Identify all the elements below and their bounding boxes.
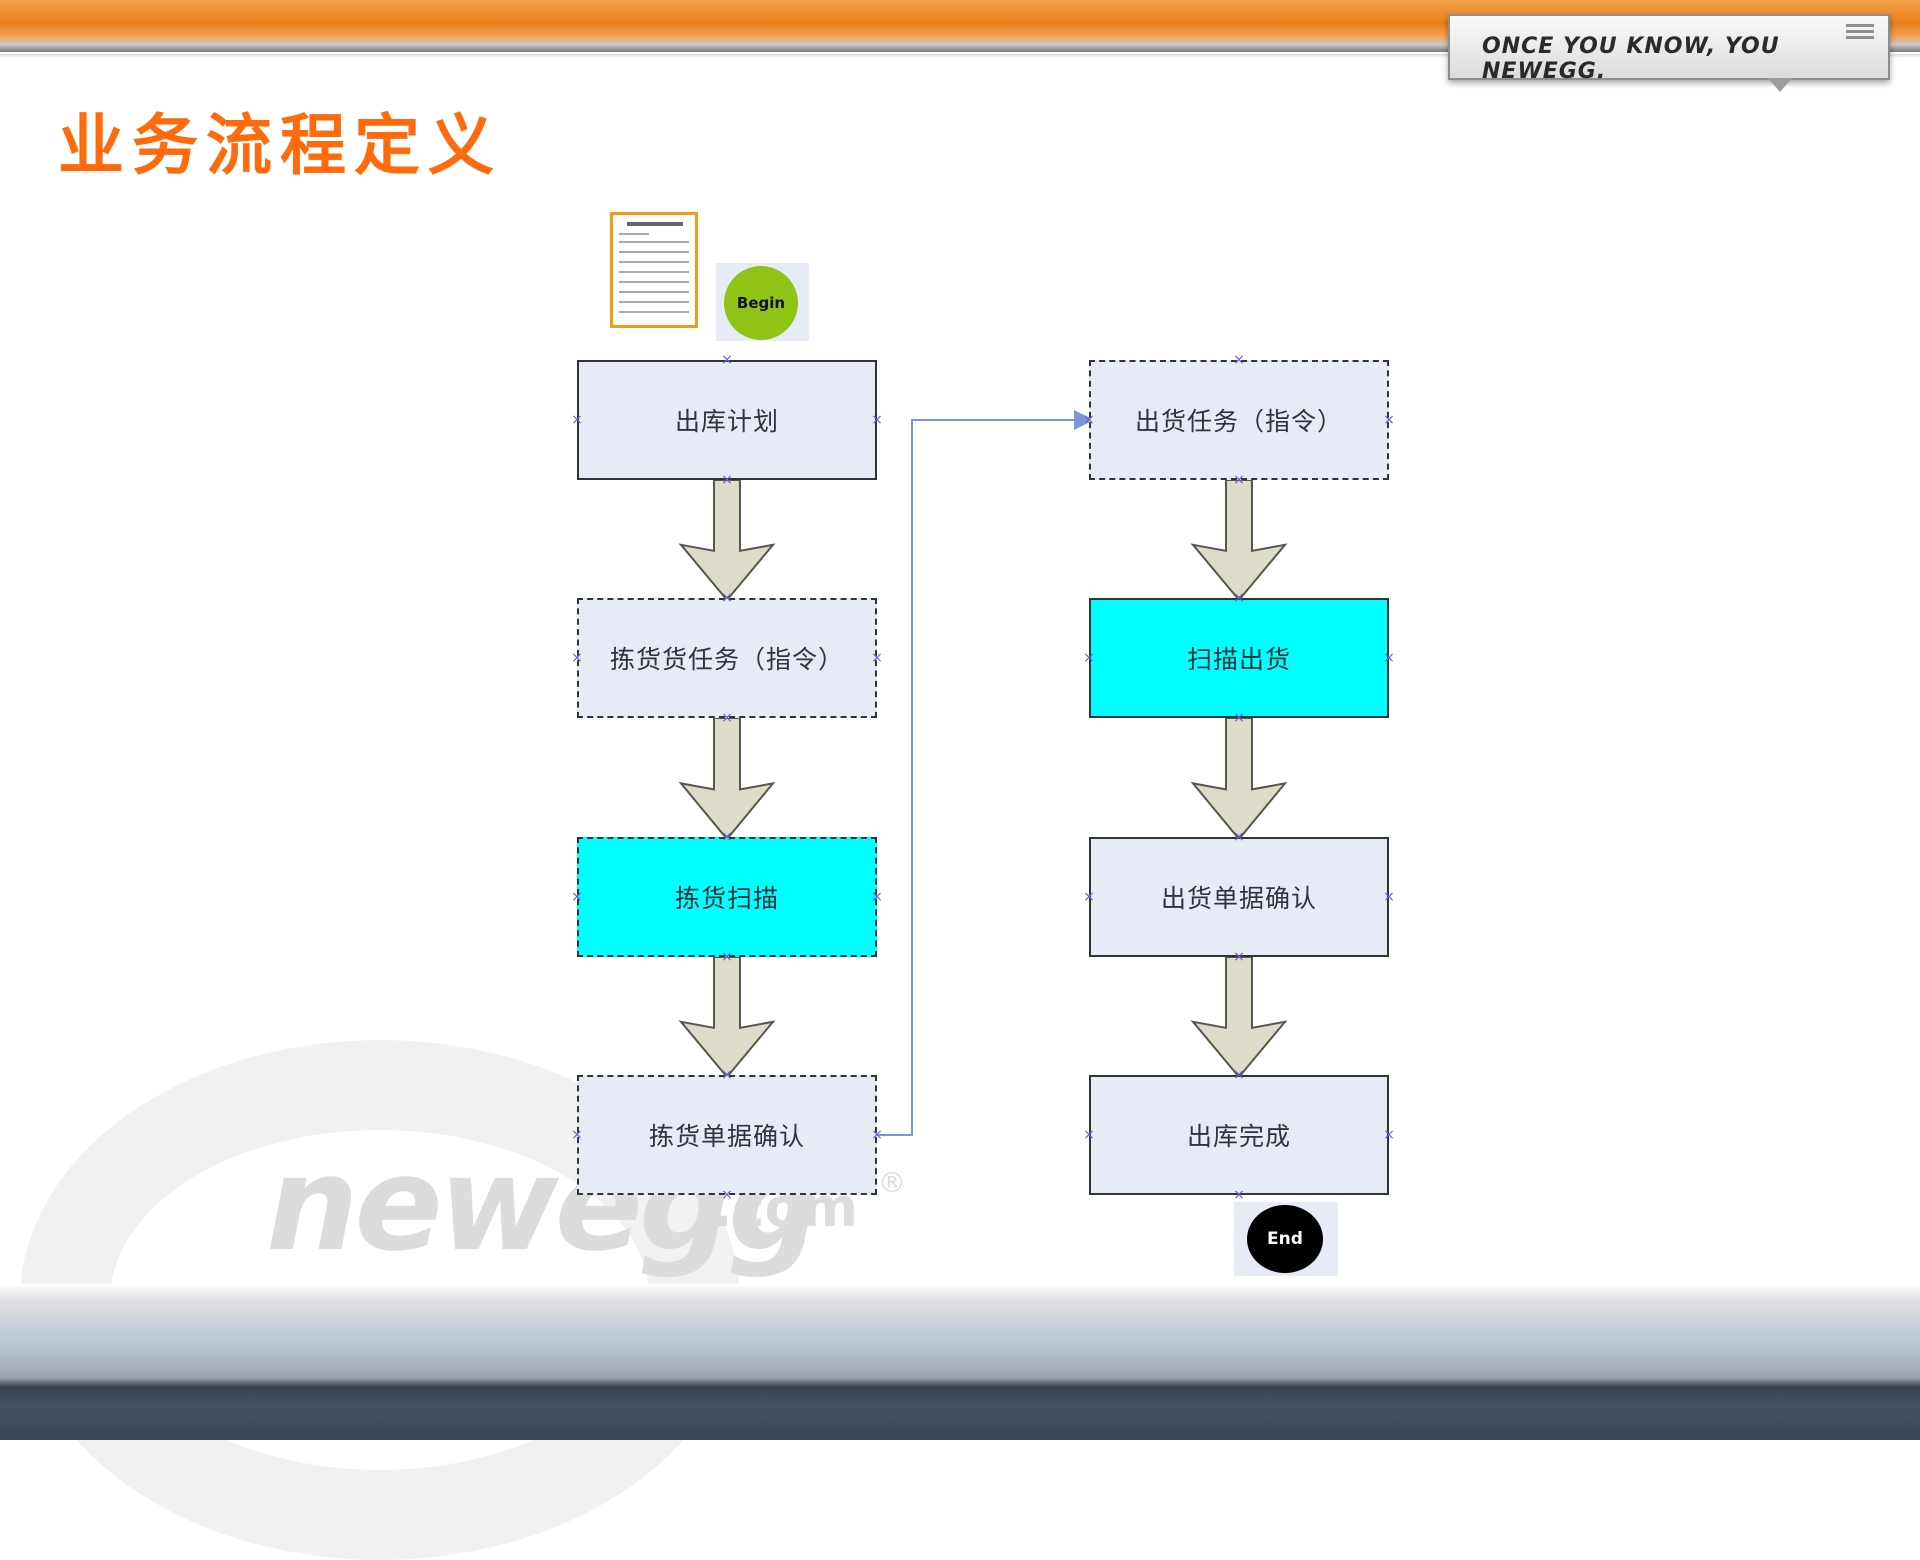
connection-handle-icon: × (571, 650, 583, 666)
bottom-banner (0, 1284, 1920, 1440)
tagline-text: ONCE YOU KNOW, YOU NEWEGG. (1482, 34, 1780, 84)
process-step-right-3: 出货单据确认 (1089, 837, 1389, 957)
document-icon (610, 212, 698, 328)
flow-arrow-left-1 (678, 479, 776, 602)
flow-arrows-left (678, 479, 776, 1079)
flow-arrow-right-3 (1190, 956, 1288, 1079)
connection-handle-icon: × (1233, 352, 1245, 368)
tab-pointer-icon (1768, 78, 1792, 92)
connection-handle-icon: × (571, 412, 583, 428)
begin-node: Begin (724, 266, 798, 340)
connection-handle-icon: × (721, 1067, 733, 1083)
connection-handle-icon: × (1083, 1127, 1095, 1143)
connection-handle-icon: × (1083, 412, 1095, 428)
connection-handle-icon: × (1083, 889, 1095, 905)
connection-handle-icon: × (871, 650, 883, 666)
connection-handle-icon: × (721, 949, 733, 965)
connection-handle-icon: × (1383, 1127, 1395, 1143)
flow-arrow-right-2 (1190, 717, 1288, 841)
connection-handle-icon: × (1083, 650, 1095, 666)
process-step-left-3: 拣货扫描 (577, 837, 877, 957)
connection-handle-icon: × (871, 889, 883, 905)
connection-handle-icon: × (1233, 829, 1245, 845)
connector-left-to-right (876, 410, 1094, 1136)
flow-arrow-left-2 (678, 717, 776, 841)
connection-handle-icon: × (871, 412, 883, 428)
process-step-left-4: 拣货单据确认 (577, 1075, 877, 1195)
connection-handle-icon: × (721, 829, 733, 845)
process-step-left-2: 拣货货任务（指令） (577, 598, 877, 718)
connection-handle-icon: × (721, 710, 733, 726)
flow-arrow-left-3 (678, 956, 776, 1079)
flow-arrow-right-1 (1190, 479, 1288, 602)
connection-handle-icon: × (721, 352, 733, 368)
top-banner-shine (0, 54, 1920, 58)
process-step-right-1: 出货任务（指令） (1089, 360, 1389, 480)
connection-handle-icon: × (721, 1187, 733, 1203)
connection-handle-icon: × (1233, 1067, 1245, 1083)
menu-lines-icon (1846, 24, 1874, 42)
connection-handle-icon: × (571, 889, 583, 905)
connection-handle-icon: × (1233, 949, 1245, 965)
process-step-right-2: 扫描出货 (1089, 598, 1389, 718)
process-step-right-4: 出库完成 (1089, 1075, 1389, 1195)
process-step-left-1: 出库计划 (577, 360, 877, 480)
flow-arrows-right (1190, 479, 1288, 1079)
connection-handle-icon: × (1383, 650, 1395, 666)
connection-handle-icon: × (571, 1127, 583, 1143)
end-node: End (1247, 1205, 1323, 1273)
connection-handle-icon: × (1233, 710, 1245, 726)
connection-handle-icon: × (1233, 1187, 1245, 1203)
tagline-tab: ONCE YOU KNOW, YOU NEWEGG. (1448, 14, 1890, 84)
connection-handle-icon: × (721, 590, 733, 606)
connector-layer (678, 410, 1288, 1136)
connection-handle-icon: × (721, 472, 733, 488)
connection-handle-icon: × (1233, 590, 1245, 606)
connection-handle-icon: × (1383, 412, 1395, 428)
page-title: 业务流程定义 (58, 106, 502, 184)
connection-handle-icon: × (871, 1127, 883, 1143)
connection-handle-icon: × (1383, 889, 1395, 905)
connection-handle-icon: × (1233, 472, 1245, 488)
